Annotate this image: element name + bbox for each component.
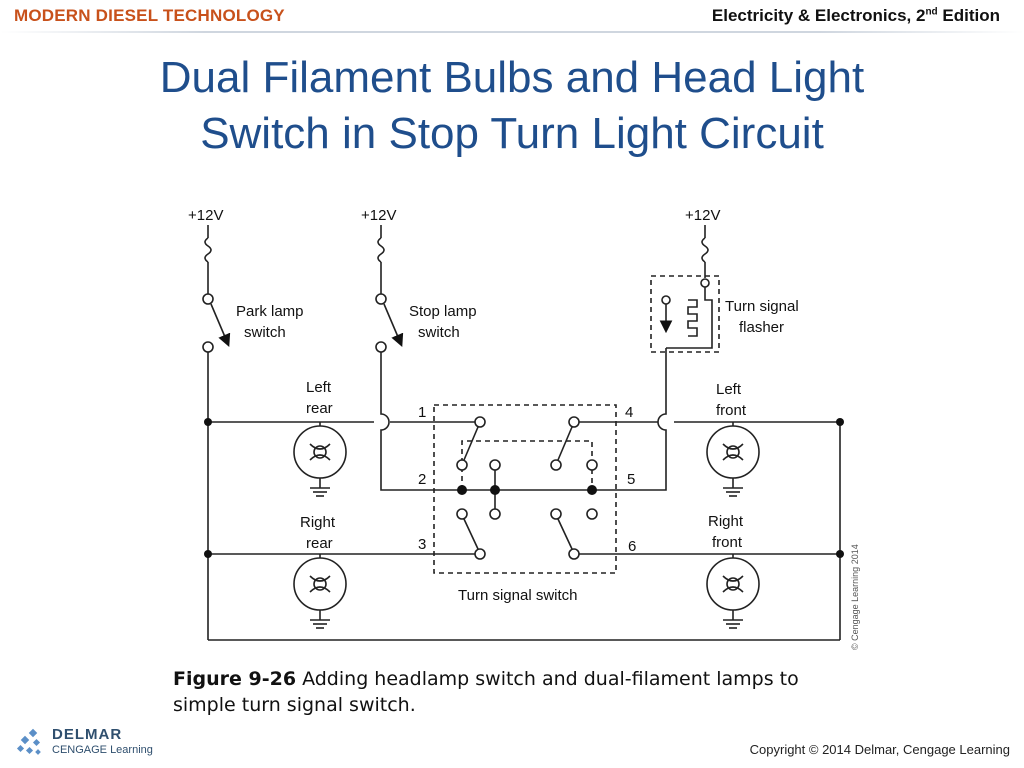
figure-label: Figure 9-26 [173, 668, 297, 690]
slide-title-line2: Switch in Stop Turn Light Circuit [200, 109, 824, 158]
stop-fuse [377, 237, 385, 263]
supply-label-stop: +12V [361, 207, 396, 224]
flasher-element [687, 299, 698, 337]
stop-switch-top-terminal [375, 293, 387, 305]
left-front-label-1: Left [716, 381, 742, 398]
junction-left-bottom [204, 550, 212, 558]
contact-5-lower [586, 508, 598, 520]
brand-name: MODERN DIESEL TECHNOLOGY [14, 6, 285, 25]
flasher-contact [661, 295, 671, 305]
junction-switch-2 [457, 485, 467, 495]
contact-right-lower-inner [550, 508, 562, 520]
right-front-lamp [706, 554, 760, 629]
contact-2-lower [456, 508, 468, 520]
right-front-label-2: front [712, 534, 743, 551]
contact-5-upper [586, 459, 598, 471]
left-rear-label-1: Left [306, 379, 332, 396]
park-switch-blade [210, 303, 231, 347]
junction-switch-5 [587, 485, 597, 495]
terminal-2-label: 2 [418, 471, 426, 488]
contact-3 [474, 548, 486, 560]
stop-switch-blade [383, 303, 404, 347]
contact-4 [568, 416, 580, 428]
contact-2-upper [456, 459, 468, 471]
blade-right-lower [557, 518, 573, 550]
blade-left-lower [463, 518, 479, 550]
left-rear-lamp [293, 422, 347, 497]
right-front-label-1: Right [708, 513, 744, 530]
blade-right-upper [557, 426, 573, 461]
stop-switch-bottom-terminal [375, 341, 387, 353]
caption-text-2: simple turn signal switch. [173, 694, 416, 716]
delmar-logo: DELMAR CENGAGE Learning [16, 726, 176, 762]
junction-right-bottom [836, 550, 844, 558]
logo-text-cengage: CENGAGE Learning [52, 744, 153, 756]
contact-center-lower [489, 508, 501, 520]
turn-signal-switch-label: Turn signal switch [458, 587, 578, 604]
edition-sup: nd [925, 6, 938, 18]
flasher-fuse [701, 237, 709, 263]
left-front-lamp [706, 422, 760, 497]
left-front-label-2: front [716, 402, 747, 419]
park-switch-label-1: Park lamp [236, 303, 304, 320]
supply-label-park: +12V [188, 207, 223, 224]
terminal-3-label: 3 [418, 536, 426, 553]
park-switch-top-terminal [202, 293, 214, 305]
junction-left-top [204, 418, 212, 426]
blade-left-upper [463, 426, 479, 461]
right-rear-lamp [293, 554, 347, 629]
park-switch-bottom-terminal [202, 341, 214, 353]
flasher-output-wire [592, 348, 667, 491]
supply-label-flasher: +12V [685, 207, 720, 224]
figure-caption: Figure 9-26 Adding headlamp switch and d… [173, 666, 863, 718]
junction-switch-center [490, 485, 500, 495]
flasher-box [650, 275, 720, 353]
stop-switch-label-2: switch [418, 324, 460, 341]
slide-title-line1: Dual Filament Bulbs and Head Light [159, 53, 865, 102]
park-switch-label-2: switch [244, 324, 286, 341]
junction-right-top [836, 418, 844, 426]
park-fuse [204, 237, 212, 263]
logo-text-delmar: DELMAR [52, 726, 123, 743]
copyright-watermark: © Cengage Learning 2014 [850, 544, 860, 650]
edition-text: Electricity & Electronics, 2 [711, 6, 926, 25]
slide-title: Dual Filament Bulbs and Head Light Switc… [40, 50, 984, 162]
terminal-6-label: 6 [628, 538, 636, 555]
contact-6 [568, 548, 580, 560]
left-rear-label-2: rear [306, 400, 333, 417]
edition-suffix: Edition [937, 6, 1000, 25]
flasher-label-1: Turn signal [725, 298, 799, 315]
right-rear-label-1: Right [300, 514, 336, 531]
edition-title: Electricity & Electronics, 2nd Edition [712, 6, 1000, 26]
turn-switch-inner-dashed [461, 440, 593, 490]
flasher-label-2: flasher [739, 319, 784, 336]
delmar-logo-icon [16, 728, 41, 755]
terminal-5-label: 5 [627, 471, 635, 488]
terminal-4-label: 4 [625, 404, 633, 421]
contact-center-upper [489, 459, 501, 471]
terminal-1-label: 1 [418, 404, 426, 421]
stop-switch-label-1: Stop lamp [409, 303, 477, 320]
contact-1 [474, 416, 486, 428]
turn-signal-switch-box [433, 404, 617, 574]
flasher-bimetal [666, 287, 713, 349]
stop-main-wire [380, 352, 462, 491]
right-rear-label-2: rear [306, 535, 333, 552]
flasher-top-terminal [700, 278, 710, 288]
copyright-footer: Copyright © 2014 Delmar, Cengage Learnin… [749, 742, 1010, 757]
circuit-diagram: +12V +12V +12V Park lamp switch Stop lam… [188, 207, 860, 650]
caption-text-1: Adding headlamp switch and dual-filament… [296, 668, 799, 690]
header-divider [0, 31, 1024, 33]
contact-right-upper-inner [550, 459, 562, 471]
slide-header: MODERN DIESEL TECHNOLOGY Electricity & E… [0, 0, 1024, 34]
